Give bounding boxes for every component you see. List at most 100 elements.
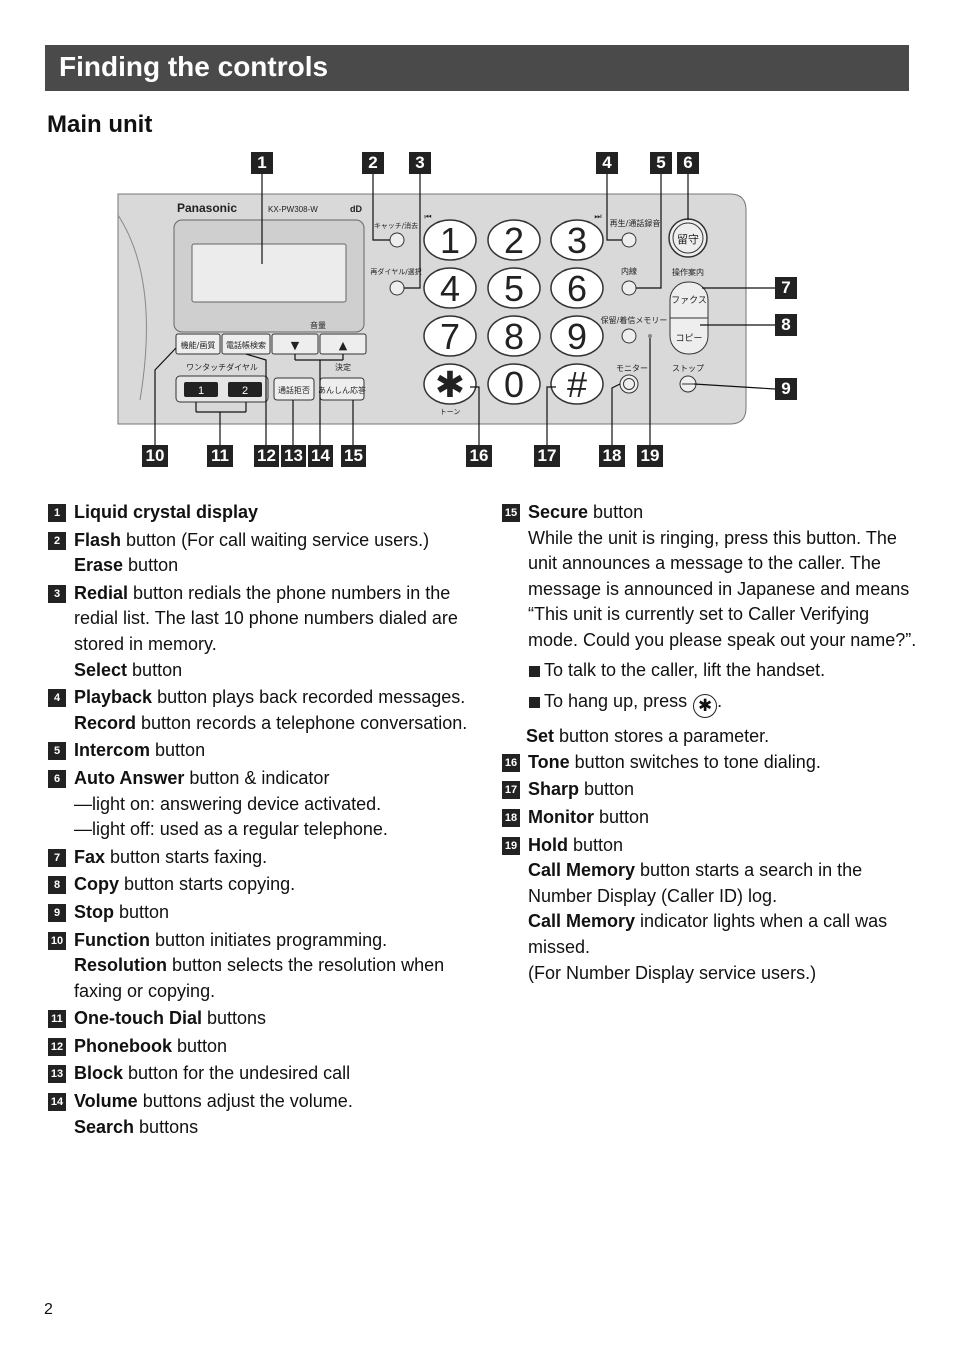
key-2-button[interactable] [550, 219, 604, 261]
key-5-button[interactable] [550, 267, 604, 309]
legend-line: Flash button (For call waiting service u… [74, 528, 468, 554]
legend-text: button starts faxing. [105, 846, 268, 867]
stop-label: ストップ [672, 364, 704, 373]
leader-17 [546, 386, 556, 446]
volume-up-label: ▲ [339, 339, 348, 352]
legend-number: 7 [48, 848, 66, 867]
legend-text: buttons [202, 1008, 267, 1029]
callout-12: 12 [254, 445, 279, 467]
legend-text: button [593, 806, 650, 827]
callout-19: 19 [637, 445, 663, 467]
legend-text: button switches to tone dialing. [569, 751, 821, 772]
key-10-button[interactable] [487, 363, 541, 405]
legend-term: Auto Answer [74, 767, 185, 788]
key-0-label: 1 [440, 220, 460, 261]
key-9-button[interactable] [423, 363, 477, 405]
callout-16: 16 [466, 445, 492, 467]
key-8-button[interactable] [550, 315, 604, 357]
key-11-button[interactable] [550, 363, 604, 405]
legend-line: Erase button [74, 553, 468, 579]
legend-term: Block [74, 1063, 124, 1084]
legend-term: Record [74, 712, 137, 733]
legend-number: 13 [48, 1065, 66, 1084]
legend-number: 9 [48, 903, 66, 922]
device-diagram: Panasonic KX-PW308-W dD 機能/画質 電話帳検索 ▼ ▲ … [117, 173, 776, 446]
page-number: 2 [44, 1301, 53, 1318]
monitor-button [619, 374, 639, 394]
key-5-label: 6 [567, 268, 587, 309]
legend-number: 2 [48, 531, 66, 550]
set-label: 決定 [335, 362, 351, 372]
legend-number: 3 [48, 584, 66, 603]
key-3-button[interactable] [423, 267, 477, 309]
right-column: 15 Secure button While the unit is ringi… [502, 500, 922, 988]
legend-line: —light off: used as a regular telephone. [74, 817, 468, 843]
copy-label: コピー [675, 333, 702, 344]
legend-text: button for the undesired call [123, 1063, 351, 1084]
legend-text: button redials the phone numbers in the … [74, 582, 458, 654]
legend-line: Resolution button selects the resolution… [74, 953, 468, 1004]
legend-number: 18 [502, 808, 520, 827]
bullet-talk: To talk to the caller, lift the handset. [528, 658, 922, 684]
redial-button [389, 280, 405, 296]
function-button [175, 333, 221, 355]
device-side-curve [117, 214, 147, 401]
bullet-hangup: To hang up, press✱. [528, 689, 922, 719]
legend-term: Resolution [74, 955, 167, 976]
section-title: Main unit [47, 111, 153, 138]
legend-term: Flash [74, 529, 122, 550]
key-1-button[interactable] [487, 219, 541, 261]
flash-button [389, 232, 405, 248]
monitor-label: モニター [616, 364, 648, 373]
legend-term: Monitor [528, 806, 594, 827]
one-touch-1-button [184, 382, 218, 397]
legend-number: 1 [48, 504, 66, 522]
legend-line: Call Memory indicator lights when a call… [528, 909, 922, 960]
legend-term: Fax [74, 846, 106, 867]
legend-line: Sharp button [528, 777, 922, 803]
legend-text: button [588, 502, 644, 522]
bullet-hangup-text: To hang up, press [544, 691, 688, 712]
legend-term: Call Memory [528, 911, 636, 932]
bullet-talk-text: To talk to the caller, lift the handset. [544, 659, 826, 680]
legend-line: Fax button starts faxing. [74, 845, 468, 871]
legend-text: (For Number Display service users.) [528, 962, 817, 983]
legend-term: Sharp [528, 779, 580, 800]
callout-3: 3 [409, 152, 431, 174]
legend-text: button records a telephone conversation. [136, 712, 468, 733]
key-9-label: ✱ [435, 364, 465, 405]
callout-11: 11 [207, 445, 233, 467]
legend-line: Volume buttons adjust the volume. [74, 1089, 468, 1115]
key-7-button[interactable] [487, 315, 541, 357]
function-label: 機能/画質 [181, 340, 216, 350]
key-6-button[interactable] [423, 315, 477, 357]
legend-term: Intercom [74, 740, 151, 761]
one-touch-label: ワンタッチダイヤル [186, 362, 258, 372]
legend-text: button [579, 779, 635, 800]
legend-number: 4 [48, 689, 66, 708]
volume-label: 音量 [310, 320, 326, 330]
callout-18: 18 [599, 445, 625, 467]
callout-9: 9 [775, 378, 797, 400]
legend-text: button plays back recorded messages. [152, 687, 466, 708]
guide-label: 操作案内 [672, 267, 704, 277]
legend-term: Copy [74, 874, 119, 895]
legend-line: Block button for the undesired call [74, 1061, 468, 1087]
legend-line: Phonebook button [74, 1034, 468, 1060]
fax-label: ファクス [671, 295, 707, 306]
callout-15: 15 [341, 445, 366, 467]
key-0-button[interactable] [423, 219, 477, 261]
one-touch-2-button [228, 382, 262, 397]
legend-text: buttons [134, 1116, 199, 1137]
legend-line: Record button records a telephone conver… [74, 711, 468, 737]
page-title: Finding the controls [59, 51, 329, 82]
legend-number: 19 [502, 836, 520, 855]
legend-line: (For Number Display service users.) [528, 961, 922, 987]
legend-term: Hold [528, 834, 568, 855]
legend-term: Search [74, 1116, 135, 1137]
key-4-button[interactable] [487, 267, 541, 309]
dd-logo: dD [350, 204, 362, 214]
